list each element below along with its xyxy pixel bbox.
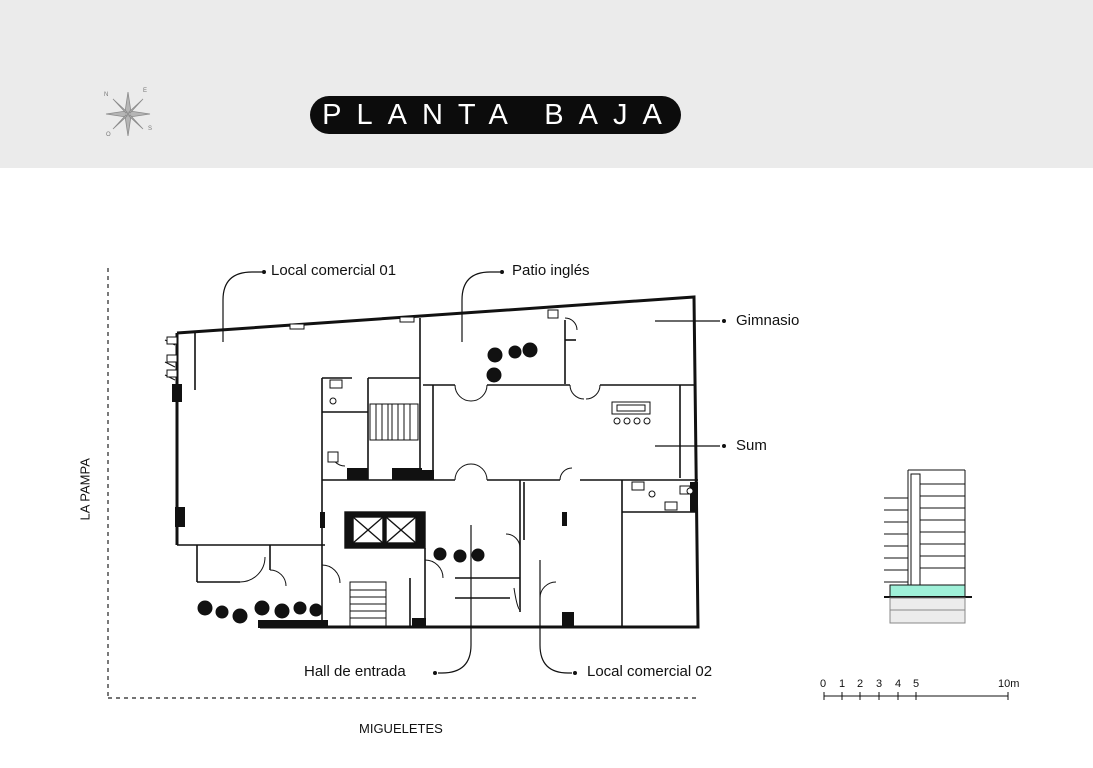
compass-rose-icon: N E S O xyxy=(104,88,152,138)
fixtures xyxy=(327,379,694,611)
scale-mark-3: 3 xyxy=(876,678,883,690)
street-migueletes: MIGUELETES xyxy=(359,721,443,736)
property-line xyxy=(107,268,700,699)
scale-mark-4: 4 xyxy=(895,678,902,690)
leader-dots xyxy=(262,270,726,675)
plants xyxy=(197,342,538,624)
stairs-lower xyxy=(349,581,387,627)
scale-mark-2: 2 xyxy=(857,678,864,690)
label-patio-ingles: Patio inglés xyxy=(512,262,590,279)
page-title: PLANTA BAJA xyxy=(310,96,681,134)
label-local-comercial-01: Local comercial 01 xyxy=(271,262,397,279)
scale-mark-10m: 10m xyxy=(998,678,1020,690)
elevators xyxy=(344,511,426,549)
facade-windows xyxy=(166,309,691,495)
columns xyxy=(172,384,698,628)
leader-lines xyxy=(222,271,720,674)
label-gimnasio: Gimnasio xyxy=(736,312,800,329)
scale-mark-1: 1 xyxy=(839,678,846,690)
header-band xyxy=(0,0,1093,168)
doors xyxy=(164,317,601,599)
interior-walls xyxy=(177,318,698,627)
label-hall-de-entrada: Hall de entrada xyxy=(304,663,406,680)
scale-bar xyxy=(823,692,1009,700)
compass-n: N xyxy=(104,92,108,98)
scale-mark-5: 5 xyxy=(913,678,920,690)
scale-mark-0: 0 xyxy=(820,678,827,690)
compass-e: E xyxy=(143,88,147,94)
label-local-comercial-02: Local comercial 02 xyxy=(587,663,713,680)
label-sum: Sum xyxy=(736,437,767,454)
compass-o: O xyxy=(106,132,111,138)
street-la-pampa: LA PAMPA xyxy=(77,458,93,521)
section-elevation xyxy=(884,469,972,624)
compass-s: S xyxy=(148,126,152,132)
stairs-upper xyxy=(369,403,419,441)
